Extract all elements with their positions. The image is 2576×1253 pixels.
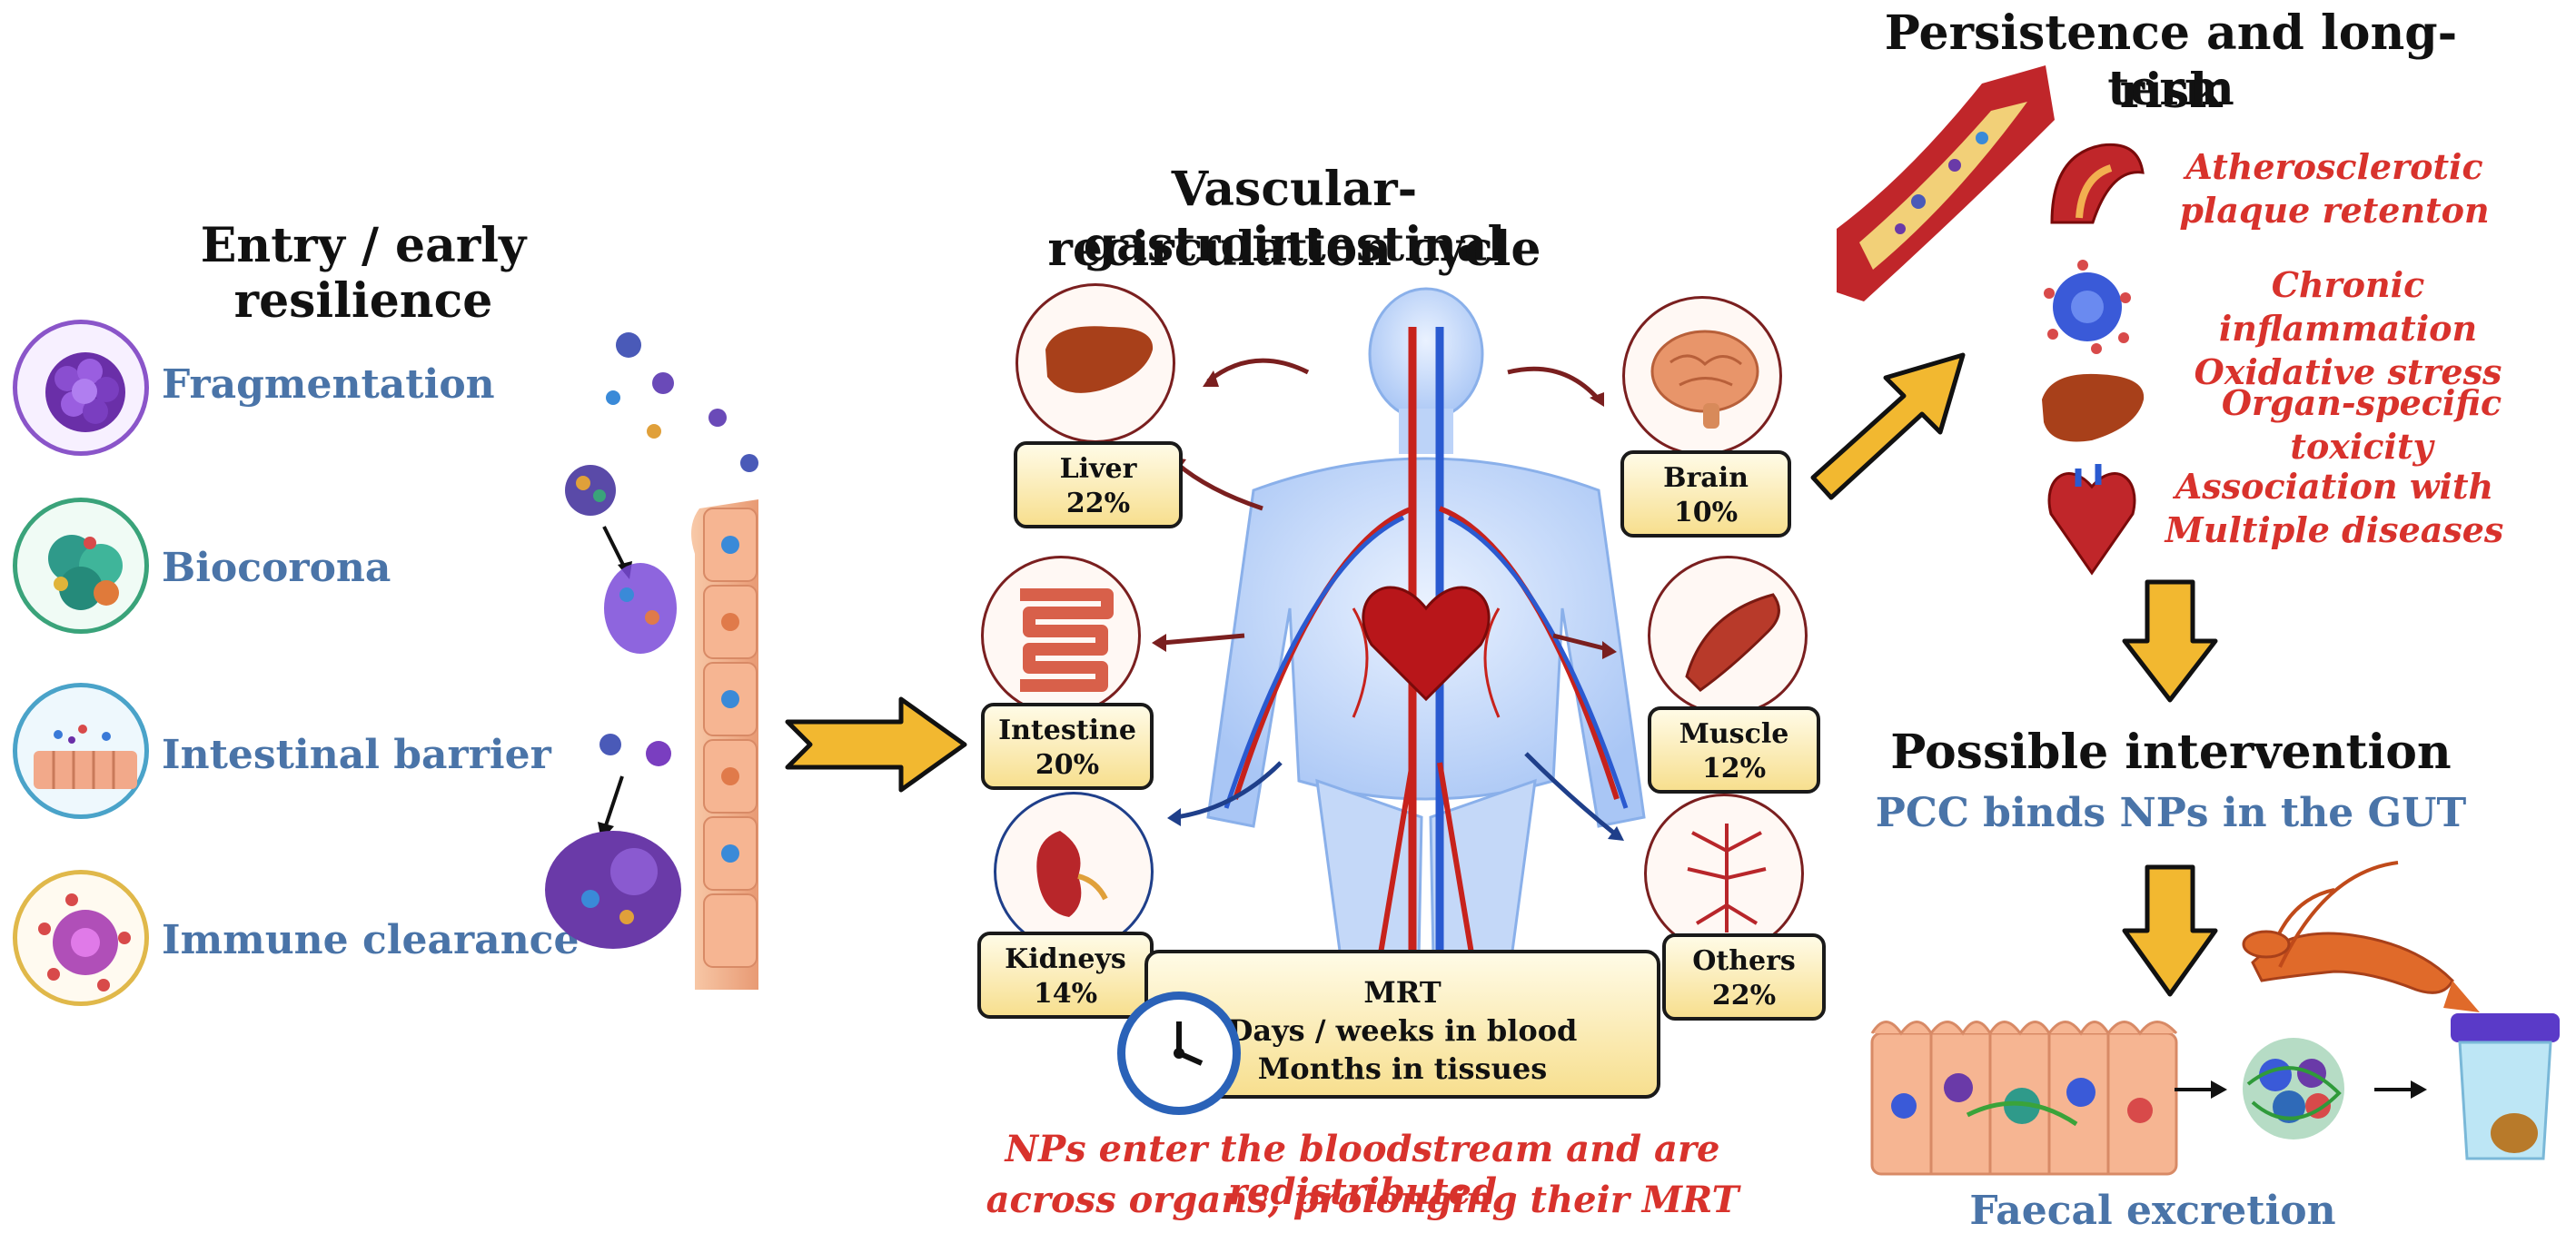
intestinal-barrier-label: Intestinal barrier: [162, 732, 551, 778]
others-label: Others: [1692, 945, 1796, 977]
risk-diseases-line2: Multiple diseases: [2165, 509, 2504, 550]
intestine-pct-box: Intestine 20%: [981, 703, 1154, 790]
biocorona-label: Biocorona: [162, 545, 391, 591]
risk-inflammation-line2: Oxidative stress: [2194, 351, 2502, 392]
mrt-line2: Months in tissues: [1257, 1051, 1548, 1086]
excretion-arrow-1: [2175, 1080, 2227, 1099]
immune-clearance-label: Immune clearance: [162, 917, 580, 963]
muscle-label: Muscle: [1679, 718, 1789, 750]
kidneys-organ-icon: [994, 792, 1154, 952]
biocorona-icon: [13, 498, 149, 634]
mrt-line1: Days / weeks in blood: [1227, 1013, 1578, 1048]
cycle-title-line1: Vascular-gastrointestinal: [1083, 162, 1506, 272]
cycle-title-line2: recirculation cycle: [1047, 222, 1541, 277]
immune-clearance-icon: [13, 870, 149, 1006]
mrt-title: MRT: [1363, 975, 1442, 1010]
intervention-subtitle: PCC binds NPs in the GUT: [1875, 790, 2467, 836]
inflammatory-cell-icon: [2044, 260, 2131, 354]
others-pct-box: Others 22%: [1662, 933, 1826, 1021]
muscle-organ-icon: [1648, 556, 1808, 715]
liver-organ-icon: [1016, 283, 1175, 443]
risk-diseases-line1: Association with: [2175, 466, 2494, 507]
risk-atherosclerotic-line2: plaque retenton: [2179, 190, 2490, 231]
brain-pct-box: Brain 10%: [1620, 450, 1791, 538]
cycle-caption-line1: NPs enter the bloodstream and are redist…: [1005, 1128, 1720, 1213]
brain-pct: 10%: [1673, 497, 1739, 528]
kidneys-pct: 14%: [1033, 978, 1098, 1010]
muscle-pct: 12%: [1701, 753, 1767, 784]
flow-arrow-down-1: [2122, 579, 2218, 703]
entry-title: Entry / early resilience: [200, 218, 527, 329]
others-pct: 22%: [1711, 980, 1777, 1011]
flow-arrow-cycle-to-persistence: [1810, 352, 1966, 500]
flow-arrow-entry-to-cycle: [785, 696, 967, 793]
intestinal-barrier-icon: [13, 683, 149, 819]
intervention-title: Possible intervention: [1890, 725, 2452, 780]
gut-epithelium-illustration: [1870, 1021, 2178, 1176]
brain-label: Brain: [1663, 462, 1749, 494]
heart-icon: [2047, 464, 2136, 576]
kidneys-label: Kidneys: [1005, 943, 1126, 975]
risk-toxicity-line1: Organ-specific toxicity: [2221, 382, 2502, 467]
artery-plaque-icon: [2050, 143, 2145, 224]
cycle-arrows: [1152, 358, 1624, 841]
liver-icon: [2042, 373, 2145, 442]
risk-atherosclerotic: Atherosclerotic plaque retenton: [2144, 145, 2525, 232]
intestine-label: Intestine: [998, 715, 1136, 746]
artery-plaque-illustration: [1837, 65, 2055, 301]
risk-atherosclerotic-line1: Atherosclerotic: [2185, 146, 2483, 187]
cycle-caption-line2: across organs, prolonging their MRT: [986, 1179, 1739, 1221]
intestinal-wall-illustration: [545, 332, 758, 990]
excretion-arrow-2: [2374, 1080, 2427, 1099]
muscle-pct-box: Muscle 12%: [1648, 706, 1820, 794]
clock-icon: [1117, 992, 1241, 1115]
risk-diseases: Association with Multiple diseases: [2144, 465, 2525, 552]
risk-inflammation: Chronic inflammation Oxidative stress: [2144, 263, 2552, 394]
liver-pct-box: Liver 22%: [1014, 441, 1183, 528]
liver-pct: 22%: [1065, 488, 1131, 519]
intestine-organ-icon: [981, 556, 1141, 715]
kidneys-pct-box: Kidneys 14%: [977, 932, 1154, 1019]
risk-toxicity: Organ-specific toxicity: [2153, 381, 2571, 469]
persistence-title-line1: Persistence and long-term: [1884, 5, 2458, 116]
brain-organ-icon: [1622, 296, 1782, 456]
others-vessels-icon: [1644, 794, 1804, 953]
fragmentation-label: Fragmentation: [162, 361, 495, 408]
intestine-pct: 20%: [1035, 749, 1100, 781]
faecal-excretion-label: Faecal excretion: [1969, 1188, 2336, 1234]
crayfish-icon: [2242, 861, 2480, 1012]
np-pcc-complex-icon: [2243, 1038, 2344, 1140]
flow-arrow-down-2: [2122, 864, 2218, 997]
sample-container-icon: [2451, 1013, 2560, 1160]
persistence-title-line2: risk: [2119, 64, 2223, 119]
risk-inflammation-line1: Chronic inflammation: [2218, 264, 2478, 349]
fragmentation-icon: [13, 320, 149, 456]
liver-label: Liver: [1059, 453, 1137, 485]
